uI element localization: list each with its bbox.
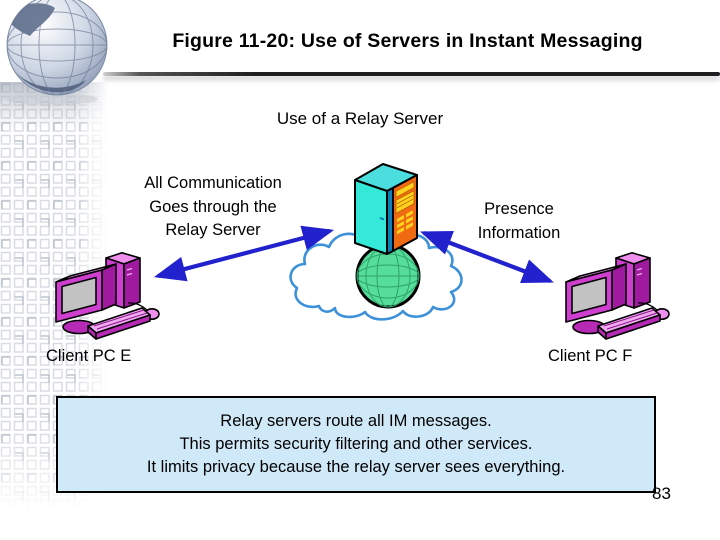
client-pc-e-icon xyxy=(55,252,160,340)
client-pc-f-label: Client PC F xyxy=(548,347,633,365)
left-annotation-line: All Communication xyxy=(144,174,282,192)
left-annotation-line: Goes through the xyxy=(149,197,277,216)
right-annotation-line: Presence xyxy=(484,200,554,218)
template-globe-icon xyxy=(6,0,108,105)
page-number: 83 xyxy=(652,484,671,503)
note-box: Relay servers route all IM messages. Thi… xyxy=(56,396,656,493)
left-annotation: All Communication Goes through the Relay… xyxy=(108,172,318,243)
arrow-server-client-f xyxy=(420,230,554,284)
title-divider xyxy=(103,72,720,76)
note-box-line: Relay servers route all IM messages. xyxy=(220,412,492,430)
note-box-line: It limits privacy because the relay serv… xyxy=(146,458,566,476)
client-pc-f-icon xyxy=(565,252,670,340)
note-box-line: This permits security filtering and othe… xyxy=(179,435,533,453)
globe-icon xyxy=(355,243,421,309)
client-pc-e-label: Client PC E xyxy=(46,347,132,365)
arrow-client-e-server xyxy=(153,225,335,282)
server-tower-icon xyxy=(354,163,418,255)
slide-title: Figure 11-20: Use of Servers in Instant … xyxy=(172,30,643,52)
slide-subtitle: Use of a Relay Server xyxy=(276,109,444,128)
